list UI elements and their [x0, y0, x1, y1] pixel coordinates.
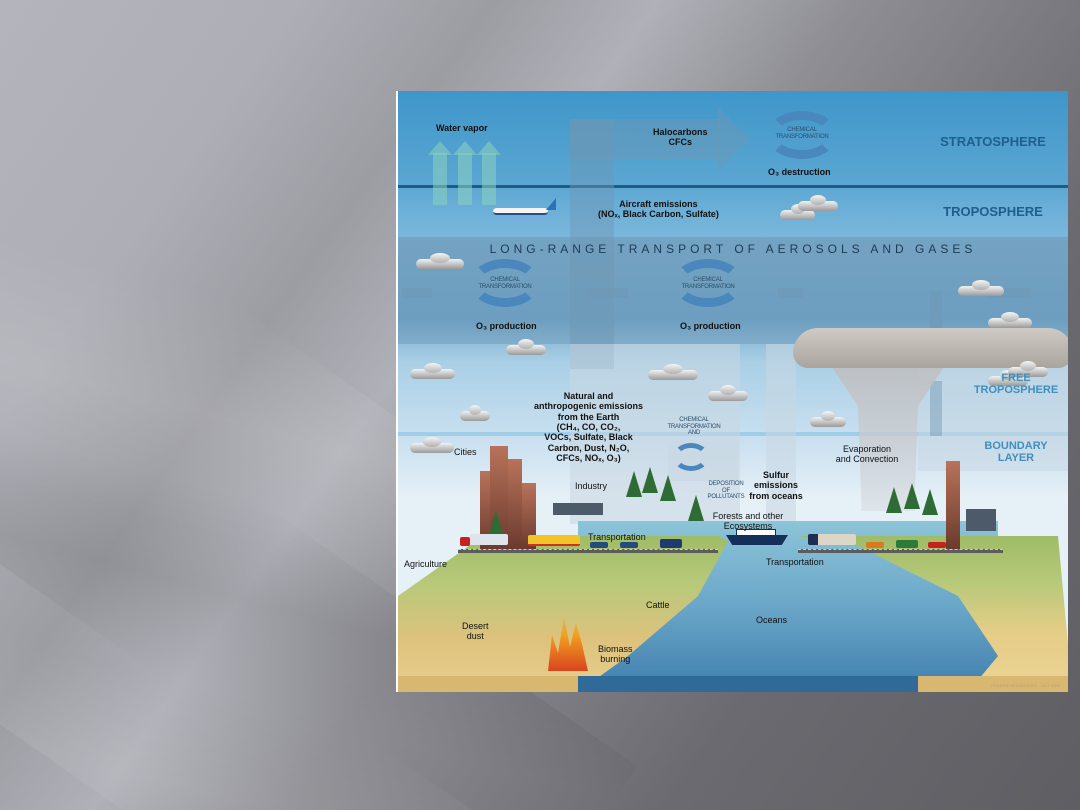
- forests-label: Forests and other Ecosystems: [712, 511, 784, 532]
- chemical-transformation-label: CHEMICAL TRANSFORMATION: [681, 277, 735, 290]
- downward-arrow: [930, 381, 942, 436]
- cruise-ship-icon: [726, 535, 788, 545]
- car-icon: [620, 542, 638, 548]
- cloud-icon: [810, 411, 846, 427]
- free-troposphere-label: FREE TROPOSPHERE: [973, 372, 1059, 396]
- cloud-icon: [416, 253, 464, 269]
- halocarbon-flow-arrow: [570, 119, 720, 159]
- horizontal-arrow-right: [778, 288, 803, 298]
- natural-emissions-label: Natural and anthropogenic emissions from…: [533, 391, 644, 464]
- chemical-transformation-cycle-icon: [673, 443, 709, 471]
- agriculture-label: Agriculture: [404, 559, 448, 569]
- bus-icon: [528, 535, 580, 546]
- tree-icon: [688, 495, 704, 521]
- tree-icon: [626, 471, 642, 497]
- tree-icon: [922, 489, 938, 515]
- biomass-burning-label: Biomass burning: [598, 644, 633, 665]
- horizontal-arrow-left: [402, 288, 432, 298]
- chemical-transformation-cycle-icon: [673, 259, 743, 307]
- chemical-transformation-label: CHEMICAL TRANSFORMATION: [775, 127, 829, 140]
- long-range-transport-title: LONG-RANGE TRANSPORT OF AEROSOLS AND GAS…: [489, 242, 977, 256]
- troposphere-label: TROPOSPHERE: [943, 204, 1043, 219]
- water-vapor-label: Water vapor: [436, 123, 488, 133]
- industry-label: Industry: [575, 481, 608, 491]
- tree-icon: [904, 483, 920, 509]
- truck-trailer-icon: [470, 534, 508, 545]
- chemical-transformation-label: CHEMICAL TRANSFORMATION: [478, 277, 532, 290]
- road-right: [798, 549, 1003, 553]
- atmospheric-transport-diagram: STRATOSPHERE TROPOSPHERE FREE TROPOSPHER…: [396, 91, 1068, 692]
- cloud-icon: [708, 385, 748, 401]
- truck-icon: [808, 534, 856, 545]
- car-icon: [866, 542, 884, 548]
- stratosphere-label: STRATOSPHERE: [940, 134, 1046, 149]
- tree-icon: [886, 487, 902, 513]
- cloud-icon: [780, 204, 815, 220]
- cities-label: Cities: [454, 447, 477, 457]
- cloud-icon: [798, 195, 838, 211]
- van-icon: [896, 540, 918, 548]
- cloud-icon: [958, 280, 1004, 296]
- airplane-icon: [493, 208, 548, 215]
- aircraft-emissions-label: Aircraft emissions (NOₓ, Black Carbon, S…: [598, 199, 719, 220]
- cloud-icon: [410, 437, 454, 453]
- credit-text: PHILIPPE REKACEWICZ - JULY 2002: [991, 683, 1060, 688]
- cattle-label: Cattle: [646, 600, 670, 610]
- o3-production-label: O₃ production: [476, 321, 537, 331]
- chemical-transformation-cycle-icon: [470, 259, 540, 307]
- sulfur-emissions-label: Sulfur emissions from oceans: [749, 470, 803, 501]
- tree-icon: [660, 475, 676, 501]
- water-vapor-arrow-icon: [428, 141, 452, 205]
- cloud-icon: [506, 339, 546, 355]
- city-building-icon: [480, 471, 490, 549]
- oceans-label: Oceans: [756, 615, 788, 625]
- tropopause-line: [398, 185, 1068, 188]
- water-vapor-arrow-icon: [453, 141, 477, 205]
- city-building-icon: [508, 459, 522, 549]
- cloud-icon: [988, 312, 1032, 328]
- airplane-tail-icon: [546, 198, 556, 210]
- horizontal-arrow-far-right: [986, 288, 1031, 298]
- o3-destruction-label: O₃ destruction: [768, 167, 831, 177]
- cloud-icon: [648, 364, 698, 380]
- desert-dust-label: Desert dust: [462, 621, 489, 642]
- upward-flow-arrow: [570, 119, 614, 369]
- evaporation-convection-label: Evaporation and Convection: [835, 444, 899, 465]
- truck-cab-icon: [460, 537, 470, 546]
- chemical-transformation-and-label: CHEMICAL TRANSFORMATION AND: [667, 417, 721, 437]
- terrain-edge: [398, 676, 1068, 692]
- o3-production-label: O₃ production: [680, 321, 741, 331]
- transportation-label: Transportation: [588, 532, 646, 542]
- sulfur-emission-column: [766, 344, 796, 524]
- deposition-label: DEPOSITION OF POLLUTANTS: [707, 481, 745, 501]
- van-icon: [660, 539, 682, 548]
- tree-icon: [488, 511, 504, 537]
- road-left: [458, 549, 718, 553]
- tree-icon: [642, 467, 658, 493]
- arrow-head-icon: [718, 107, 750, 171]
- cloud-icon: [410, 363, 455, 379]
- horizontal-arrow-mid: [588, 288, 628, 298]
- car-icon: [590, 542, 608, 548]
- transportation-label: Transportation: [766, 557, 824, 567]
- factory-icon: [966, 509, 996, 531]
- cloud-icon: [1008, 361, 1048, 377]
- car-icon: [928, 542, 946, 548]
- city-building-icon: [522, 483, 536, 549]
- chemical-transformation-cycle-icon: [767, 111, 837, 159]
- factory-icon: [553, 503, 603, 515]
- halocarbons-label: Halocarbons CFCs: [653, 127, 708, 148]
- water-vapor-arrow-icon: [477, 141, 501, 205]
- cloud-icon: [460, 405, 490, 421]
- city-building-icon: [946, 461, 960, 549]
- boundary-layer-label: BOUNDARY LAYER: [984, 440, 1048, 464]
